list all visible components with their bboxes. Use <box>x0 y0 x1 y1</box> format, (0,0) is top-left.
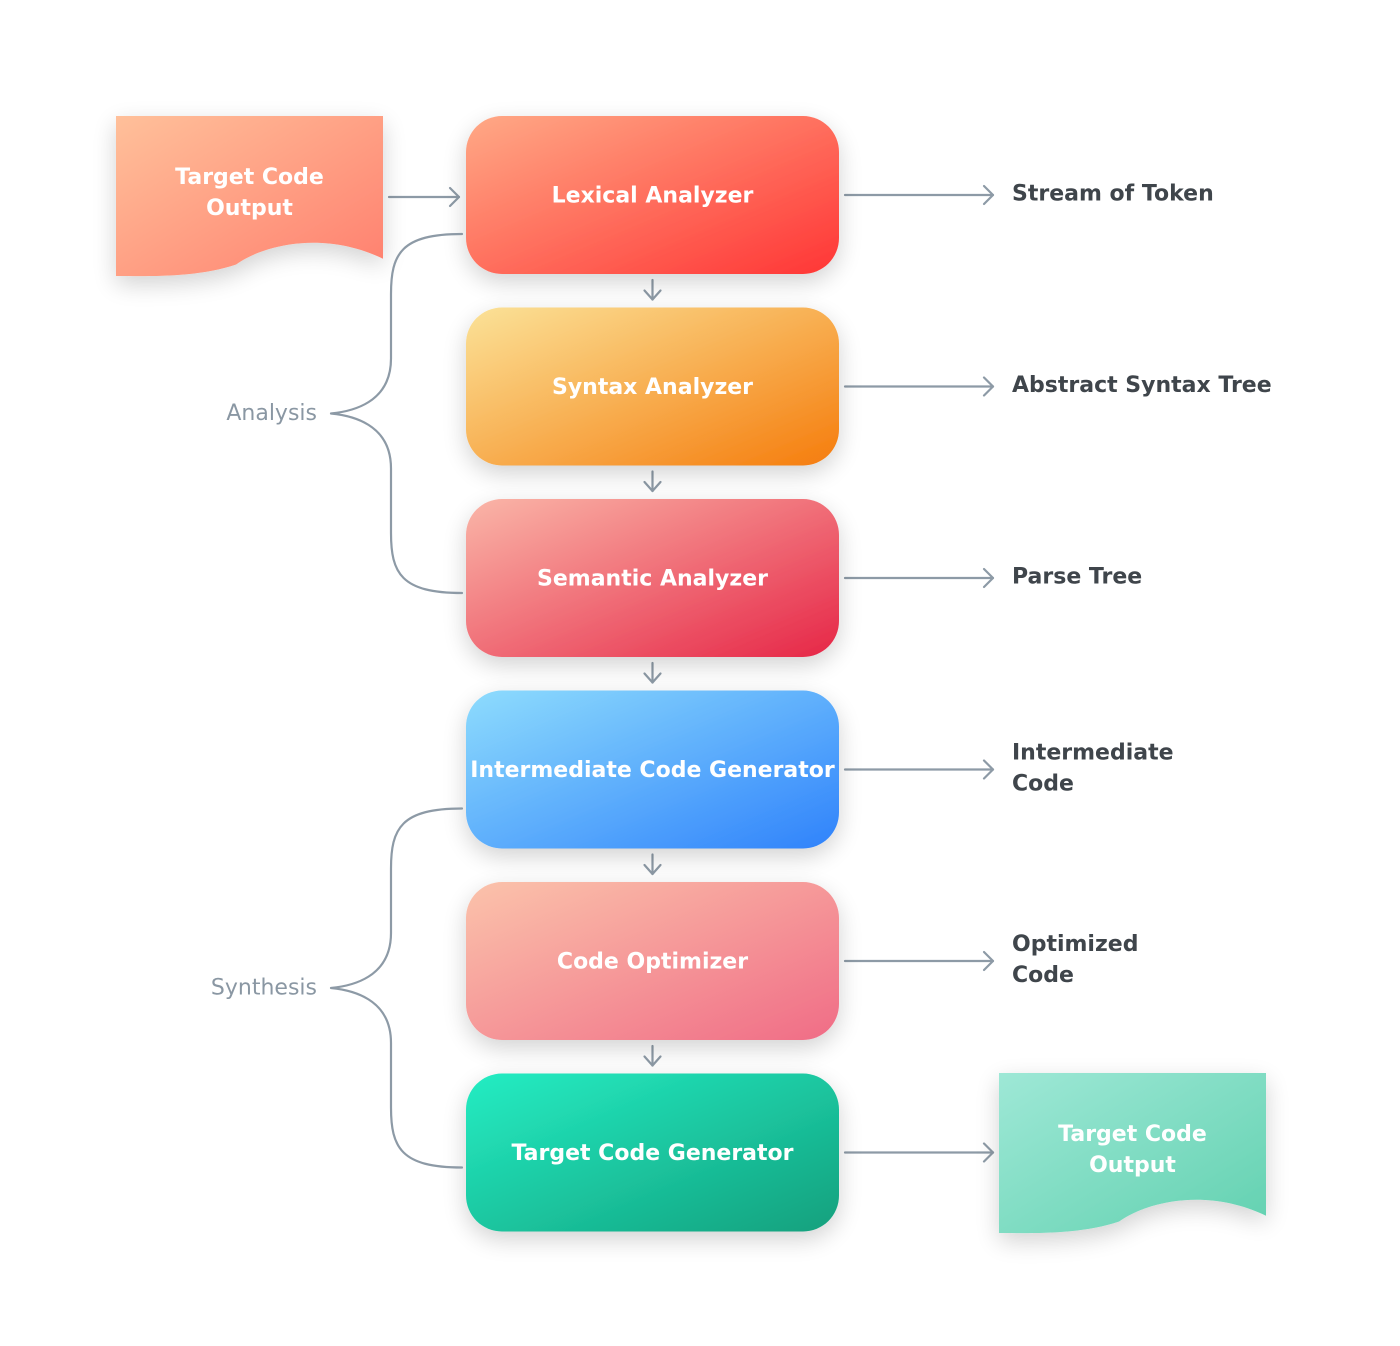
stage-box <box>466 690 839 849</box>
output-label: Code <box>1012 963 1074 988</box>
document-label: Output <box>206 196 293 221</box>
group-analysis: Analysis <box>226 232 464 595</box>
document-label: Target Code <box>175 165 324 190</box>
connectors <box>387 184 995 1163</box>
arrow-head <box>982 567 995 589</box>
stage-label: Intermediate Code Generator <box>470 758 835 783</box>
stage-2: Syntax Analyzer <box>466 307 839 466</box>
stage-4: Intermediate Code Generator <box>466 690 839 849</box>
output-label: Code <box>1012 772 1074 797</box>
arrow-head <box>643 1055 662 1067</box>
stage-5: Code Optimizer <box>466 882 839 1040</box>
group-brace <box>329 807 464 1169</box>
stage-box <box>466 116 839 274</box>
stage-box <box>466 307 839 466</box>
document-label: Target Code <box>1058 1122 1207 1147</box>
stage-label: Lexical Analyzer <box>552 184 754 209</box>
arrow-head <box>643 480 662 493</box>
arrow-head <box>982 184 995 206</box>
stage-box <box>466 882 839 1040</box>
stage-box <box>466 1073 839 1232</box>
group-synthesis: Synthesis <box>211 807 464 1169</box>
stage-output-1: Stream of Token <box>1012 182 1214 207</box>
document-label: Output <box>1089 1153 1176 1178</box>
arrow-head <box>982 1142 995 1163</box>
arrow-head <box>982 376 995 397</box>
arrow-head <box>448 186 461 208</box>
output-label: Parse Tree <box>1012 565 1142 590</box>
output-label: Stream of Token <box>1012 182 1214 207</box>
arrow-head <box>643 289 662 301</box>
stage-label: Syntax Analyzer <box>552 375 753 400</box>
output-label: Intermediate <box>1012 741 1174 766</box>
document-shape <box>999 1073 1266 1234</box>
group-label: Synthesis <box>211 976 317 1001</box>
stage-1: Lexical Analyzer <box>466 116 839 274</box>
stage-label: Semantic Analyzer <box>537 567 768 592</box>
stage-output-3: Parse Tree <box>1012 565 1142 590</box>
stage-output-2: Abstract Syntax Tree <box>1012 373 1272 398</box>
group-brace <box>329 232 464 595</box>
output-label: Optimized <box>1012 932 1138 957</box>
group-label: Analysis <box>226 401 317 426</box>
arrow-head <box>982 950 995 972</box>
stage-label: Code Optimizer <box>557 950 748 975</box>
arrow-head <box>982 759 995 780</box>
output-label: Abstract Syntax Tree <box>1012 373 1272 398</box>
arrow-head <box>643 863 662 876</box>
document-shape <box>116 116 383 277</box>
arrow-head <box>643 672 662 684</box>
stage-box <box>466 499 839 657</box>
stage-label: Target Code Generator <box>511 1141 793 1166</box>
stage-3: Semantic Analyzer <box>466 499 839 657</box>
stage-6: Target Code Generator <box>466 1073 839 1232</box>
